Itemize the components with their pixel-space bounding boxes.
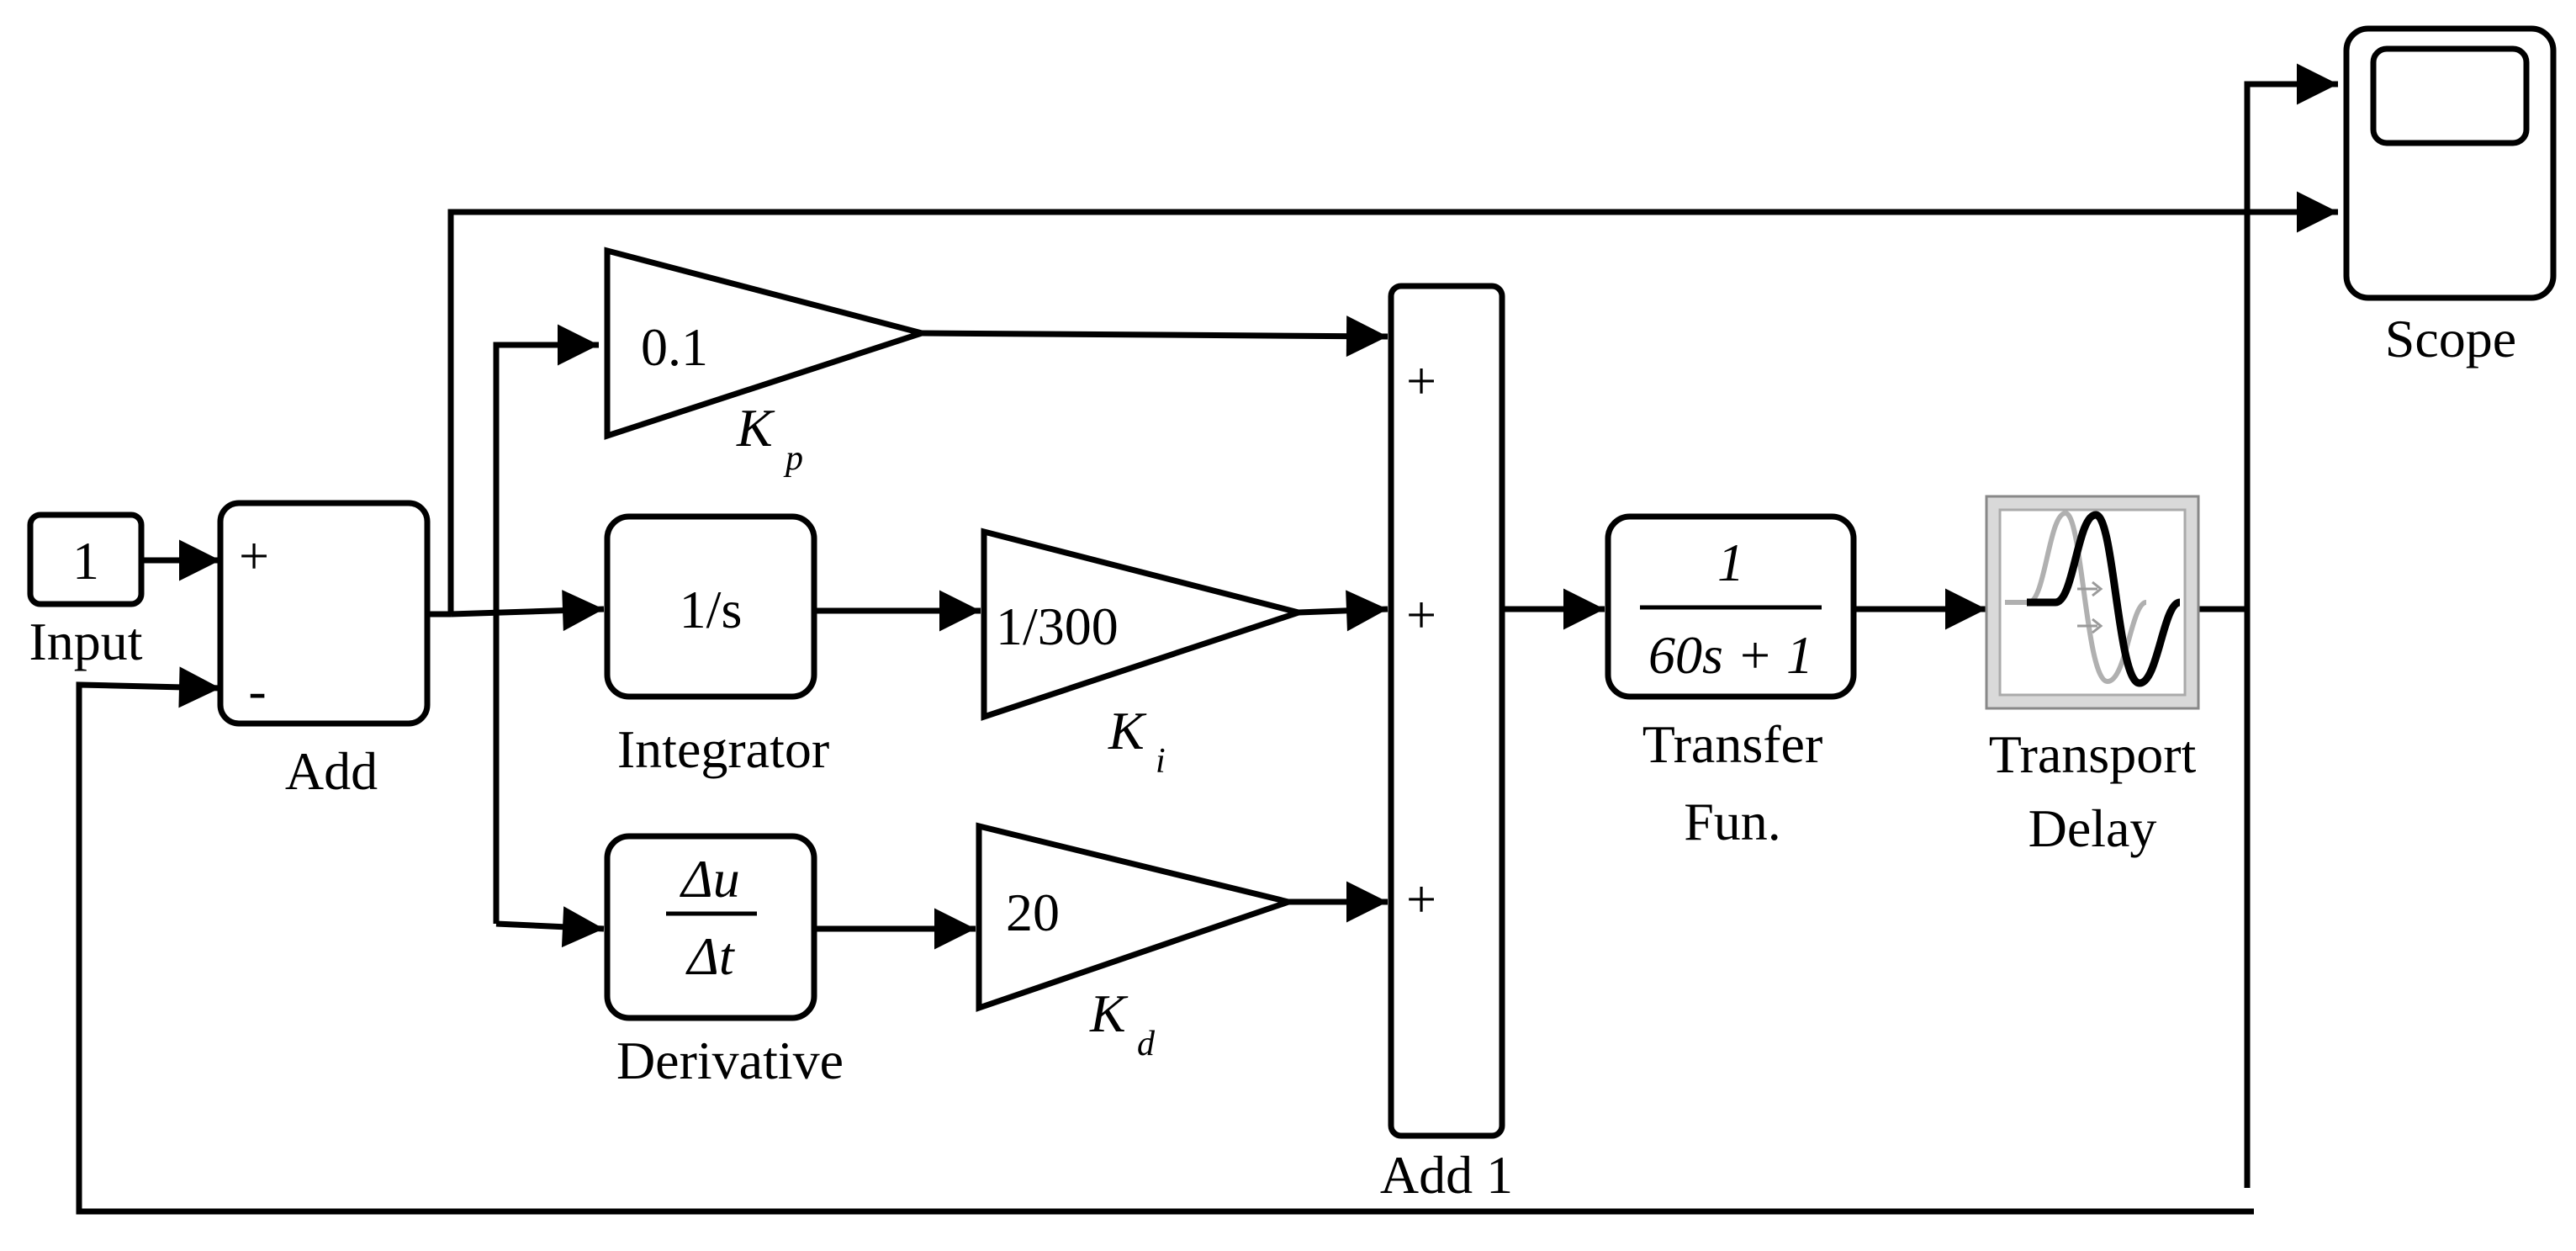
ki-symbol: K	[1108, 701, 1147, 761]
signal-wires	[76, 63, 2338, 1215]
delay-waveform-icon	[2005, 510, 2182, 687]
integrator-expression: 1/s	[680, 580, 743, 639]
ki-gain-value: 1/300	[996, 596, 1119, 656]
wire-feedback-return[interactable]	[76, 666, 2254, 1215]
kp-subscript: p	[783, 439, 803, 478]
kd-subscript: d	[1137, 1025, 1156, 1063]
kd-symbol: K	[1089, 983, 1129, 1043]
add1-sign-3: +	[1406, 869, 1436, 929]
wire-error-to-scope[interactable]	[447, 191, 2338, 614]
add-block[interactable]: + - Add	[217, 500, 431, 801]
kp-symbol: K	[736, 398, 775, 458]
derivative-numerator: Δu	[679, 849, 740, 909]
transfer-numerator: 1	[1717, 533, 1744, 592]
add-plus-sign: +	[239, 526, 269, 586]
kp-gain-value: 0.1	[641, 317, 708, 377]
input-value: 1	[72, 531, 99, 591]
transfer-function-block[interactable]: 1 60s + 1 Transfer Fun.	[1605, 513, 1857, 851]
input-label: Input	[29, 612, 142, 671]
wire-ki-to-add1[interactable]	[1298, 590, 1389, 632]
wire-split-to-derivative[interactable]	[495, 906, 605, 948]
scope-block[interactable]: Scope	[2343, 25, 2557, 368]
add-label: Add	[285, 741, 378, 801]
delay-label-line2: Delay	[2029, 798, 2157, 858]
derivative-label: Derivative	[616, 1031, 844, 1090]
wire-split-to-integrator[interactable]	[450, 590, 605, 632]
wire-kp-to-add1[interactable]	[921, 315, 1389, 358]
integrator-block[interactable]: 1/s Integrator	[604, 513, 829, 779]
ki-subscript: i	[1156, 742, 1166, 781]
wire-output-to-scope[interactable]	[2198, 63, 2338, 612]
scope-screen-icon	[2370, 45, 2530, 146]
delay-label-line1: Transport	[1989, 724, 2197, 784]
scope-label: Scope	[2385, 309, 2516, 368]
kd-gain-value: 20	[1006, 883, 1060, 942]
integrator-label: Integrator	[617, 719, 829, 779]
derivative-denominator: Δt	[685, 926, 736, 986]
transport-delay-block[interactable]: Transport Delay	[1985, 495, 2200, 858]
add1-block[interactable]: + + + Add 1	[1380, 283, 1513, 1205]
derivative-block[interactable]: Δu Δt Derivative	[604, 833, 844, 1090]
kp-gain-block[interactable]: 0.1 K p	[604, 246, 933, 478]
transfer-label-line1: Transfer	[1642, 714, 1823, 774]
kd-gain-block[interactable]: 20 K d	[976, 822, 1299, 1063]
add1-sign-1: +	[1406, 351, 1436, 411]
add1-sign-2: +	[1406, 585, 1436, 644]
ki-gain-block[interactable]: 1/300 K i	[981, 527, 1309, 781]
add1-label: Add 1	[1380, 1145, 1513, 1205]
transfer-denominator: 60s + 1	[1648, 625, 1813, 685]
wire-split-to-kp[interactable]	[493, 324, 599, 924]
add-minus-sign: -	[248, 660, 266, 720]
input-block[interactable]: 1 Input	[27, 512, 145, 671]
transfer-label-line2: Fun.	[1684, 792, 1781, 851]
